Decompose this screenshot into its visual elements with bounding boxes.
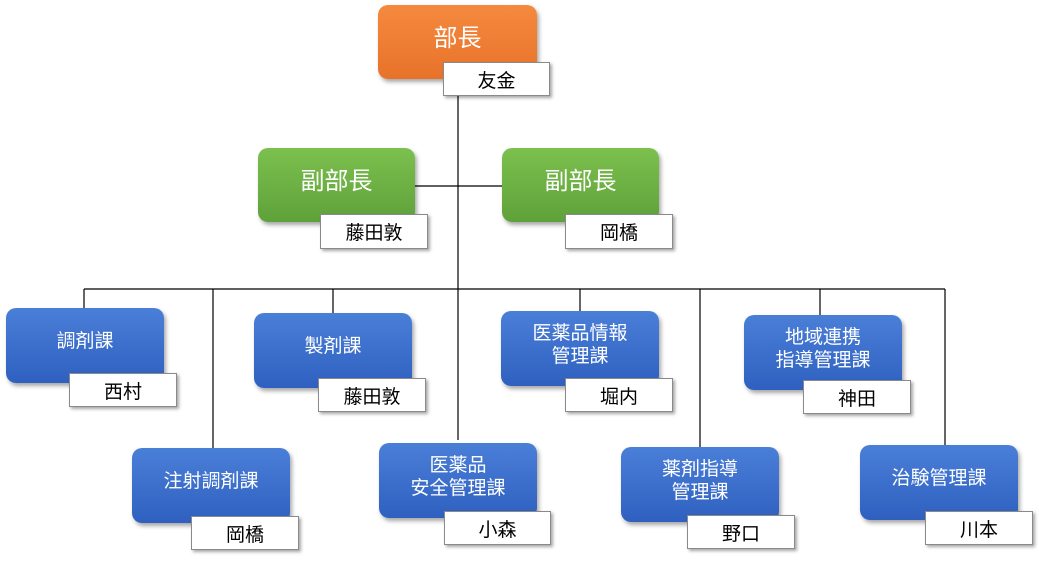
section-box-chiken: 治験管理課	[860, 445, 1018, 520]
section-name: 藤田敦	[318, 378, 426, 412]
deputy-name-2: 岡橋	[565, 214, 673, 249]
section-name: 岡橋	[191, 516, 299, 550]
deputy-box-1: 副部長	[258, 148, 415, 222]
section-name: 川本	[925, 511, 1033, 545]
section-title: 製剤課	[304, 335, 362, 358]
section-box-yakuzai: 薬剤指導 管理課	[621, 447, 779, 522]
section-title: 医薬品情報 管理課	[532, 321, 628, 367]
section-box-anzen: 医薬品 安全管理課	[379, 443, 537, 518]
section-name: 西村	[69, 373, 177, 407]
section-box-chusha: 注射調剤課	[132, 448, 290, 523]
section-box-chozai: 調剤課	[6, 308, 164, 383]
section-box-seizai: 製剤課	[254, 313, 412, 388]
deputy-box-2: 副部長	[502, 148, 659, 222]
deputy-title-1: 副部長	[300, 166, 373, 195]
deputy-name-1: 藤田敦	[320, 214, 428, 249]
section-title: 医薬品 安全管理課	[410, 453, 506, 499]
head-name: 友金	[443, 62, 550, 96]
section-box-chiiki: 地域連携 指導管理課	[744, 315, 902, 390]
section-name: 野口	[687, 515, 795, 549]
section-title: 薬剤指導 管理課	[661, 457, 738, 503]
head-title: 部長	[433, 23, 482, 52]
section-name: 堀内	[565, 378, 673, 412]
section-title: 注射調剤課	[163, 470, 259, 493]
section-name: 神田	[803, 380, 911, 414]
section-box-di: 医薬品情報 管理課	[501, 311, 659, 386]
section-name: 小森	[444, 511, 551, 545]
deputy-title-2: 副部長	[544, 166, 617, 195]
section-title: 地域連携 指導管理課	[775, 325, 871, 371]
section-title: 調剤課	[56, 330, 114, 353]
section-title: 治験管理課	[891, 467, 987, 490]
